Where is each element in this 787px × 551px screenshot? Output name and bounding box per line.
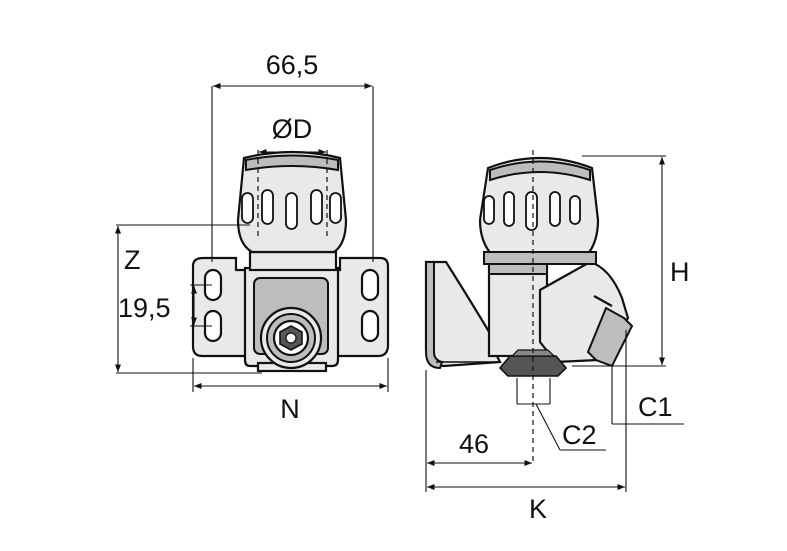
nut-rib (241, 192, 254, 224)
side-nut-rib (483, 195, 495, 225)
branch-line (593, 295, 613, 307)
nut-rib (285, 192, 298, 230)
nut-top-band (245, 154, 339, 172)
side-view: H C1 C2 46 K (424, 150, 690, 524)
dim-k-label: K (529, 494, 547, 524)
dim-h-label: H (670, 257, 690, 287)
side-nut-rib (525, 191, 538, 231)
side-nut-rib (569, 195, 581, 225)
side-nut-base (483, 251, 597, 265)
dim-n-label: N (280, 394, 300, 424)
nut-rib (329, 192, 342, 224)
dim-c2-label: C2 (562, 420, 597, 450)
dim-diameter-label: ØD (272, 114, 313, 144)
side-compression-nut (478, 156, 600, 264)
socket-center (285, 332, 297, 344)
body-neck (248, 250, 338, 272)
side-nut-rib (549, 191, 561, 227)
front-view: 66,5 ØD Z 19,5 N (114, 50, 390, 424)
slot-right-bottom (360, 309, 380, 343)
dim-spacing-label: 19,5 (118, 293, 171, 323)
slot-right-top (360, 268, 380, 302)
nut-rib (261, 189, 274, 225)
dim-z-label: Z (124, 245, 141, 275)
side-nut-rib (503, 191, 515, 227)
nut-rib (310, 189, 323, 225)
side-nut-top-band (489, 160, 591, 182)
dim-c2-leader (535, 403, 561, 451)
side-body (487, 260, 549, 358)
dim-width-label: 66,5 (266, 50, 319, 80)
dim-offset-label: 46 (459, 429, 489, 459)
dim-c1-label: C1 (638, 392, 673, 422)
